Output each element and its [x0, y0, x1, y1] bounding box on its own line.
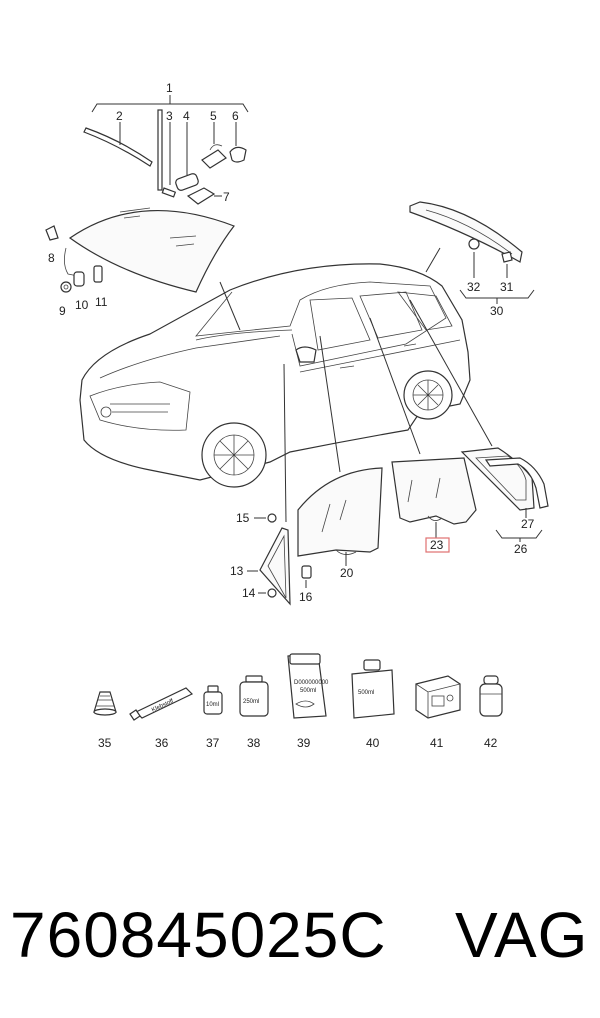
callout-26: 26	[514, 542, 528, 556]
tin-label: 250ml	[243, 699, 259, 705]
callout-37: 37	[206, 736, 220, 750]
bottle-small-label: 10ml	[206, 702, 219, 708]
callout-42: 42	[484, 736, 498, 750]
callout-5: 5	[210, 109, 217, 123]
part-20-front-door-glass: 20	[297, 467, 383, 580]
part-42-cylinder-bottle: 42	[479, 675, 503, 750]
bag-sub-label: 500ml	[300, 688, 316, 694]
callout-7: 7	[223, 190, 230, 204]
bracket-group-30: 30	[459, 289, 535, 318]
part-27-seal: 27	[521, 508, 535, 531]
part-7-mount: 7	[186, 187, 230, 205]
canister-label: 500ml	[358, 690, 374, 696]
part-9-cap: 9	[59, 281, 72, 318]
part-2-trim-strip: 2	[83, 109, 153, 167]
part-41-kit-box: 41	[415, 675, 461, 750]
callout-13: 13	[230, 564, 244, 578]
callout-4: 4	[183, 109, 190, 123]
part-13-quarter-glass: 13	[230, 527, 291, 606]
rear-window-assembly	[409, 201, 523, 273]
callout-38: 38	[247, 736, 261, 750]
callout-20: 20	[340, 566, 354, 580]
callout-14: 14	[242, 586, 256, 600]
part-15-screw: 15	[236, 511, 277, 525]
part-38-tin: 250ml 38	[239, 675, 269, 750]
bag-label: D000000000	[294, 680, 329, 686]
part-40-canister: 500ml 40	[351, 659, 395, 750]
part-32-grommet: 32	[467, 238, 481, 294]
callout-39: 39	[297, 736, 311, 750]
bracket-group-1: 1	[91, 81, 249, 113]
part-10-sensor: 10	[64, 247, 89, 312]
windshield	[68, 207, 235, 293]
part-5-bracket: 5	[201, 109, 227, 169]
part-6-clip: 6	[229, 109, 247, 163]
callout-6: 6	[232, 109, 239, 123]
callout-3: 3	[166, 109, 173, 123]
part-11-block: 11	[93, 265, 108, 309]
callout-27: 27	[521, 517, 535, 531]
callout-36: 36	[155, 736, 169, 750]
callout-2: 2	[116, 109, 123, 123]
part-26-quarter-glass	[460, 447, 549, 511]
part-8-pin: 8	[45, 225, 59, 265]
callout-9: 9	[59, 304, 66, 318]
part-23-rear-door-glass: 23	[391, 457, 477, 553]
callout-23: 23	[430, 538, 444, 552]
part-16-nut: 16	[299, 565, 313, 604]
part-4-rain-sensor: 4	[175, 109, 199, 191]
part-37-small-bottle: 10ml 37	[203, 685, 223, 750]
part-number-caption: 760845025C	[10, 899, 387, 971]
callout-41: 41	[430, 736, 444, 750]
callout-32: 32	[467, 280, 481, 294]
callout-16: 16	[299, 590, 313, 604]
callout-23-highlight	[425, 537, 450, 553]
callout-40: 40	[366, 736, 380, 750]
callout-35: 35	[98, 736, 112, 750]
callout-15: 15	[236, 511, 250, 525]
leader-lines	[219, 281, 493, 523]
callout-10: 10	[75, 298, 89, 312]
bracket-group-26: 26	[495, 529, 543, 556]
part-36-adhesive-tube: Klebstoff 36	[129, 687, 194, 750]
part-31-clip: 31	[500, 251, 514, 294]
callout-1: 1	[166, 81, 173, 95]
vehicle-outline	[79, 263, 471, 488]
callout-31: 31	[500, 280, 514, 294]
part-14-screw: 14	[242, 586, 277, 600]
part-39-bag: D000000000 500ml 39	[287, 653, 329, 750]
callout-8: 8	[48, 251, 55, 265]
part-3-cover: 3	[157, 109, 177, 198]
callout-30: 30	[490, 304, 504, 318]
brand-caption: VAG	[455, 899, 589, 971]
part-35-cord-roll: 35	[93, 691, 117, 750]
callout-11: 11	[95, 295, 108, 309]
